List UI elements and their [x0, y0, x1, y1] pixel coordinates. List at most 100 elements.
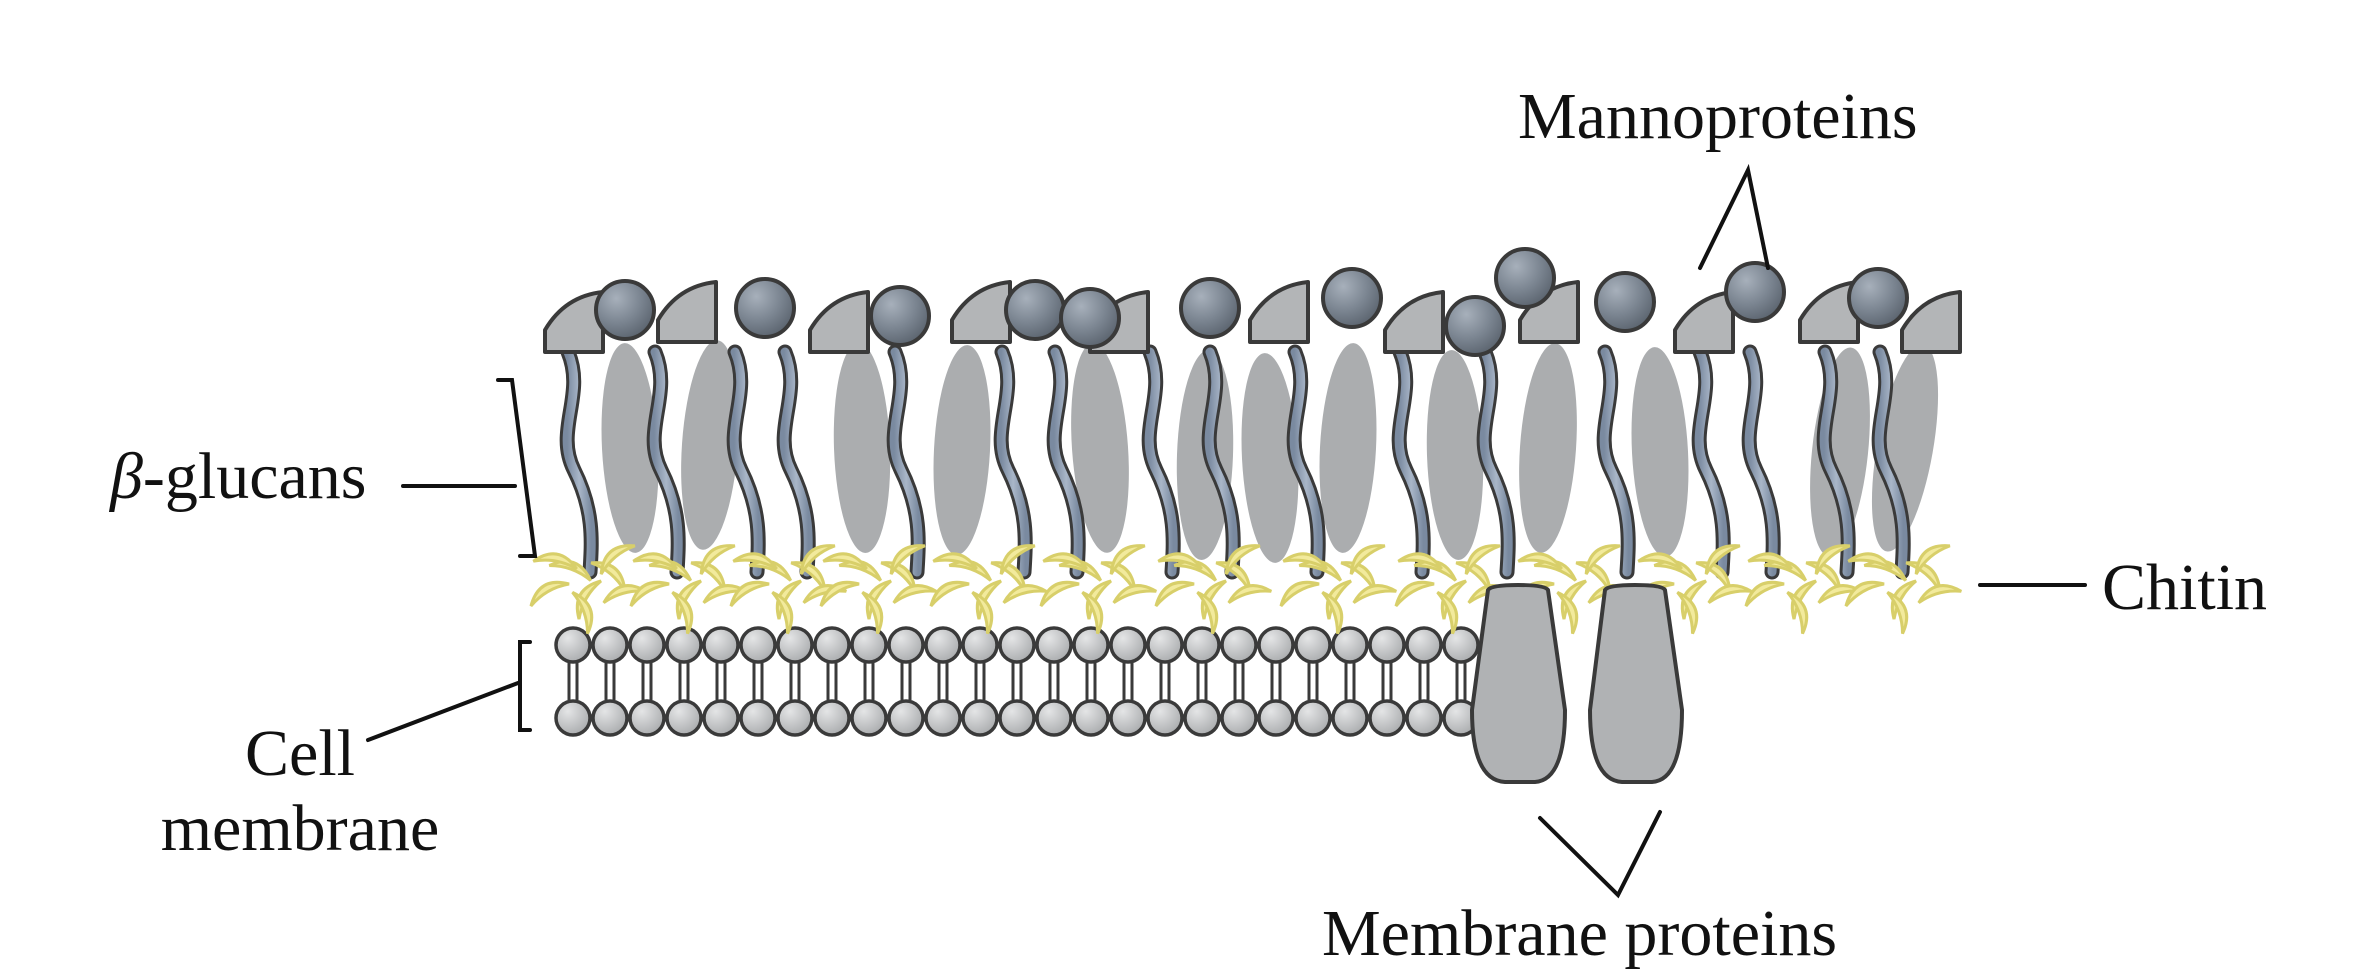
chitin-fibril	[529, 580, 570, 607]
chitin-fibril	[1279, 580, 1320, 607]
beta-glucan-ellipse	[1426, 350, 1484, 560]
chitin-fibril	[599, 544, 636, 575]
mannoproteins-label: Mannoproteins	[1518, 80, 1918, 153]
chitin-fibril	[1397, 552, 1443, 571]
chitin-cluster	[1844, 544, 1962, 635]
beta-glucans-text: -glucans	[143, 440, 367, 513]
chitin-fibril	[1352, 584, 1397, 604]
beta-glucan-strand	[1394, 347, 1428, 577]
beta-glucan-strand	[996, 347, 1030, 577]
beta-symbol: β	[108, 440, 143, 513]
lipid-head-bottom	[665, 699, 703, 737]
chitin-fibril	[629, 580, 670, 607]
chitin-fibril	[1637, 552, 1683, 571]
chitin-fibril	[1282, 552, 1328, 571]
beta-glucan-strands	[559, 344, 1911, 580]
chitin-layer	[529, 544, 1962, 635]
chitin-fibril	[1814, 544, 1851, 575]
chitin-fibril	[1917, 584, 1962, 604]
chitin-fibril	[729, 580, 770, 607]
chitin-fibril	[1196, 590, 1219, 635]
lipid-head-top	[1035, 626, 1073, 664]
beta-glucan-ellipse	[1631, 347, 1689, 557]
beta-glucan-ellipse	[1241, 353, 1299, 563]
chitin-fibril	[1436, 590, 1459, 635]
beta-glucan-strand	[1874, 347, 1908, 577]
mannoproteins-leader	[1698, 163, 1770, 270]
beta-glucan-ellipses	[601, 340, 1939, 563]
mannoprotein-sphere	[1494, 247, 1556, 309]
beta-glucan-ellipse	[1810, 347, 1870, 557]
beta-glucan-ellipse	[1071, 343, 1129, 553]
chitin-fibril	[699, 544, 736, 575]
lipid-head-top	[1220, 626, 1258, 664]
chitin-fibril	[1109, 544, 1146, 575]
lipid-head-top	[1072, 626, 1110, 664]
mannoprotein-wedge	[1383, 290, 1445, 354]
lipid-head-bottom	[1294, 699, 1332, 737]
chitin-fibril	[1584, 544, 1621, 575]
chitin-cluster	[629, 544, 747, 635]
cell-membrane-leader	[366, 681, 520, 742]
lipid-head-bottom	[739, 699, 777, 737]
chitin-fibril	[1844, 580, 1885, 607]
lipid-head-top	[813, 626, 851, 664]
mannoprotein-sphere	[1594, 271, 1656, 333]
chitin-fibril	[932, 552, 978, 571]
chitin-cluster	[529, 544, 647, 635]
lipid-head-bottom	[1257, 699, 1295, 737]
chitin-fibril	[1039, 580, 1080, 607]
lipid-head-top	[591, 626, 629, 664]
chitin-fibril	[1704, 544, 1741, 575]
lipid-head-top	[702, 626, 740, 664]
chitin-cluster	[929, 544, 1047, 635]
chitin-fibril	[822, 552, 868, 571]
lipid-head-bottom	[702, 699, 740, 737]
beta-glucan-strand	[779, 347, 813, 577]
chitin-fibril	[861, 590, 884, 635]
beta-glucan-strand	[1479, 347, 1513, 577]
lipid-head-top	[1405, 626, 1443, 664]
chitin-fibril	[929, 580, 970, 607]
chitin-fibril	[732, 552, 778, 571]
chitin-fibril	[1786, 590, 1809, 635]
mannoprotein-wedge	[808, 290, 870, 354]
mannoprotein-sphere	[734, 277, 796, 339]
chitin-fibril	[1747, 552, 1793, 571]
mannoprotein-sphere	[594, 279, 656, 341]
lipid-head-top	[998, 626, 1036, 664]
chitin-fibril	[1464, 544, 1501, 575]
mannoprotein-layer	[543, 247, 1962, 357]
lipid-head-bottom	[887, 699, 925, 737]
beta-glucan-strand	[729, 347, 763, 577]
chitin-fibril	[1154, 580, 1195, 607]
lipid-head-top	[1146, 626, 1184, 664]
lipid-head-bottom	[1220, 699, 1258, 737]
chitin-cluster	[1634, 544, 1752, 635]
lipid-head-bottom	[1331, 699, 1369, 737]
beta-glucan-strand	[1599, 347, 1633, 577]
chitin-fibril	[771, 590, 794, 635]
lipid-head-top	[1294, 626, 1332, 664]
label-leaders	[366, 163, 2087, 899]
lipid-head-top	[1183, 626, 1221, 664]
lipid-head-bottom	[591, 699, 629, 737]
chitin-cluster	[1394, 544, 1512, 635]
beta-glucan-strand	[1049, 347, 1083, 577]
beta-glucan-strand	[649, 347, 683, 577]
chitin-fibril	[1321, 590, 1344, 635]
beta-glucan-ellipse	[1871, 344, 1939, 552]
mannoprotein-sphere	[1444, 295, 1506, 357]
lipid-head-top	[554, 626, 592, 664]
lipid-head-top	[887, 626, 925, 664]
lipid-head-top	[776, 626, 814, 664]
cell-membrane-bilayer	[554, 626, 1517, 737]
beta-glucan-ellipse	[601, 343, 659, 553]
chitin-fibril	[1042, 552, 1088, 571]
lipid-head-top	[1368, 626, 1406, 664]
chitin-cluster	[1154, 544, 1272, 635]
chitin-fibril	[571, 590, 594, 635]
lipid-head-bottom	[776, 699, 814, 737]
chitin-cluster	[729, 544, 847, 635]
chitin-fibril	[999, 544, 1036, 575]
